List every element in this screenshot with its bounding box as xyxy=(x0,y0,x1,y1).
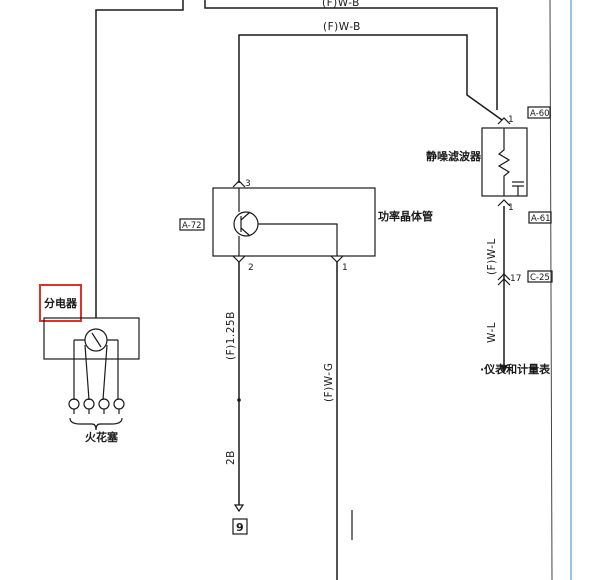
pin-filter-top: 1 xyxy=(508,115,514,125)
wire-label-top-cut: (F)W-B xyxy=(322,0,360,9)
pin-transistor-right: 1 xyxy=(342,263,348,273)
connector-a61: A-61 xyxy=(528,211,552,224)
transistor-connector-right xyxy=(330,255,344,263)
wire-label-filter-upper: (F)W-L xyxy=(486,238,498,275)
label-power-transistor: 功率晶体管 xyxy=(378,209,433,223)
pin-filter-bottom: 1 xyxy=(508,203,514,213)
power-transistor-box xyxy=(212,187,376,257)
pin-transistor-left: 2 xyxy=(248,263,254,273)
distributor-leads xyxy=(73,339,119,401)
svg-text:C-25: C-25 xyxy=(530,273,550,283)
ground-ref-box: 9 xyxy=(232,518,248,535)
wire-top-cut xyxy=(95,0,184,318)
wire-label-filter-lower: W-L xyxy=(486,322,498,343)
filter-connector-top xyxy=(497,117,511,125)
label-distributor: 分电器 xyxy=(44,296,78,310)
transistor-connector-top xyxy=(232,180,246,188)
wire-label-wg: (F)W-G xyxy=(323,363,335,403)
transistor-base-lead xyxy=(258,223,338,256)
ground-connector xyxy=(233,504,245,513)
transistor-connector-left xyxy=(232,255,246,263)
label-noise-filter: 静噪滤波器 xyxy=(426,149,482,163)
connector-a60: A-60 xyxy=(527,106,551,119)
svg-text:A-60: A-60 xyxy=(530,109,550,119)
label-spark-plug: 火花塞 xyxy=(85,430,119,444)
meter-arrow xyxy=(500,365,508,373)
wire-top-loop xyxy=(238,34,503,183)
label-meter: ·仪表和计量表 xyxy=(480,362,551,376)
filter-resistor xyxy=(497,128,511,196)
wire-splice-dot xyxy=(237,398,241,402)
wire-label-125b: (F)1.25B xyxy=(225,311,237,360)
border-line xyxy=(549,0,553,580)
distributor-box xyxy=(43,317,140,360)
wire-label-top-loop: (F)W-B xyxy=(323,21,361,33)
spark-plug-brace xyxy=(69,417,123,431)
spark-plugs xyxy=(68,398,125,414)
wire-label-2b: 2B xyxy=(225,450,237,465)
pin-transistor-top: 3 xyxy=(245,179,251,189)
svg-text:9: 9 xyxy=(236,521,244,534)
wire-top-right xyxy=(204,0,498,110)
connector-a72: A-72 xyxy=(179,218,205,231)
c25-connector-mark xyxy=(497,273,511,286)
pin-c25: 17 xyxy=(510,274,521,284)
svg-text:A-72: A-72 xyxy=(182,221,202,231)
connector-c25: C-25 xyxy=(527,270,553,283)
filter-connector-bottom xyxy=(497,199,511,207)
distributor-highlight xyxy=(39,284,82,322)
svg-text:A-61: A-61 xyxy=(531,214,551,224)
